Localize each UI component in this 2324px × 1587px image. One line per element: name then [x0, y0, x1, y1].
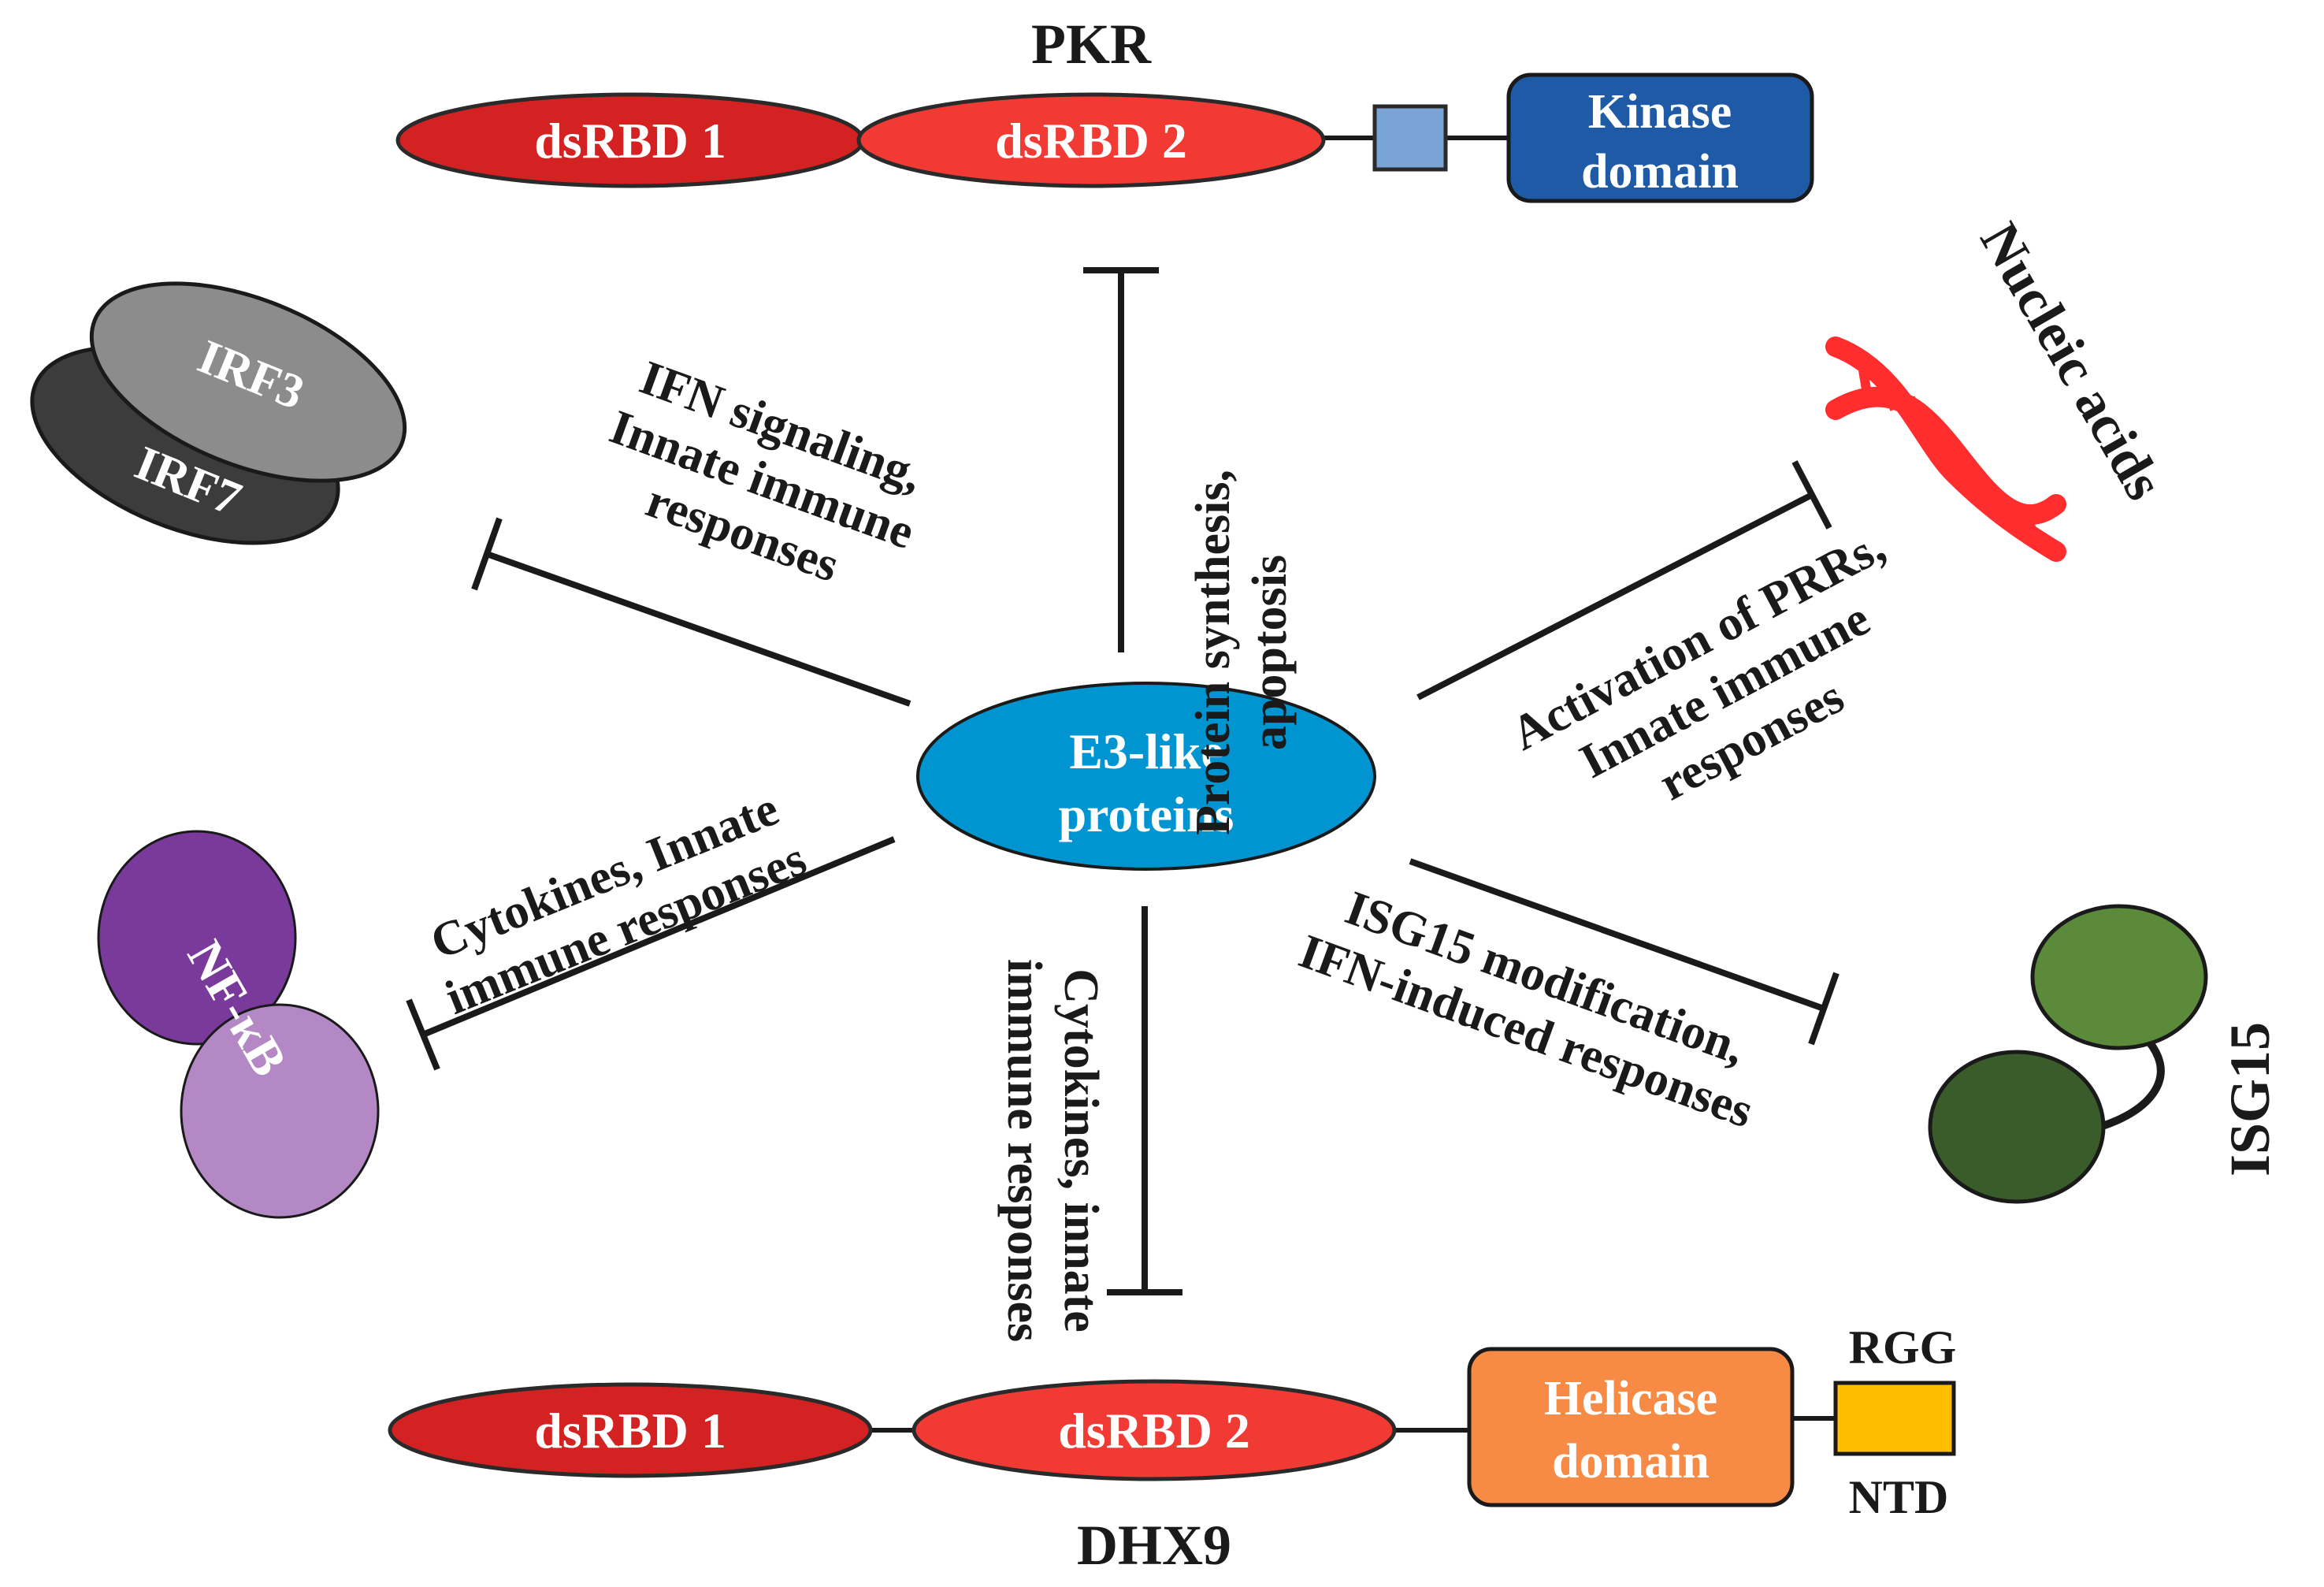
nfkb-top-subunit: [97, 830, 297, 1046]
edge-to-irf: [485, 551, 911, 707]
e3-like-proteins-node: [916, 682, 1376, 871]
edge-label-isg15: ISG15 modification, IFN-induced response…: [1292, 881, 1760, 1139]
nfkb-complex: NF-κB: [97, 830, 380, 1219]
dhx9-rgg-box: [1833, 1381, 1956, 1456]
dhx9-dsrbd2-label: dsRBD 2: [1058, 1403, 1250, 1459]
nucleic-acids-label: Nucleic acids: [1968, 213, 2174, 510]
center-label-2: proteins: [1059, 786, 1234, 842]
pkr-title: PKR: [1031, 13, 1152, 76]
pkr-dsrbd2-label: dsRBD 2: [995, 113, 1187, 169]
edge-to-nfkb: [421, 836, 896, 1038]
isg15-top-domain: [2030, 904, 2208, 1050]
dna-icon: [1825, 336, 2066, 562]
irf-complex: IRF3 IRF7: [30, 281, 407, 545]
dhx9-title: DHX9: [1077, 1514, 1231, 1577]
edge-label-pkr-2: apoptosis: [1243, 555, 1297, 750]
edge-label-dhx9-2: immune responses: [997, 959, 1051, 1342]
dhx9-helicase-label-1: Helicase: [1544, 1372, 1717, 1425]
edge-label-pkr-1: Protein synthesis,: [1186, 470, 1240, 835]
edge-label-pkr: Protein synthesis, apoptosis: [1186, 470, 1297, 835]
edge-to-nfkb-bar: [406, 998, 440, 1071]
pkr-kinase-domain: [1506, 72, 1814, 203]
inhibition-edges: [406, 267, 1840, 1295]
dhx9-dsrbd1-label: dsRBD 1: [534, 1403, 726, 1459]
edge-to-nucleic-acids-bar: [1791, 460, 1832, 530]
isg15-complex: [1928, 904, 2208, 1204]
dhx9-rgg-label: RGG: [1849, 1321, 1957, 1373]
dhx9-helicase-domain: [1467, 1347, 1795, 1507]
pkr-dsrbd2-domain: [856, 92, 1326, 188]
pkr-kinase-label-1: Kinase: [1588, 85, 1732, 139]
edge-label-dhx9: Cytokines, innate immune responses: [997, 959, 1108, 1342]
edge-label-dhx9-1: Cytokines, innate: [1054, 968, 1108, 1332]
center-label-1: E3-like: [1069, 723, 1223, 779]
isg15-label: ISG15: [2218, 1022, 2281, 1176]
edge-label-nfkb: Cytokines, Innate immune responses: [424, 782, 814, 1025]
edge-to-nucleic-acids: [1416, 492, 1814, 701]
dhx9-dsrbd2-domain: [911, 1379, 1397, 1481]
dhx9-ntd-label: NTD: [1849, 1471, 1949, 1523]
irf3-node: [89, 281, 407, 483]
nfkb-bottom-subunit: [180, 1003, 380, 1219]
dhx9-helicase-label-2: domain: [1552, 1435, 1710, 1489]
pkr-linker-box: [1372, 104, 1448, 172]
edge-to-isg15-bar: [1808, 972, 1840, 1046]
edge-to-isg15: [1409, 858, 1825, 1012]
pkr-kinase-label-2: domain: [1581, 145, 1739, 199]
edge-label-irf: IFN signaling, Innate immune responses: [603, 351, 930, 593]
dhx9-dsrbd1-domain: [388, 1382, 873, 1478]
edge-to-irf-bar: [471, 517, 503, 591]
pkr-dsrbd1-label: dsRBD 1: [534, 113, 726, 169]
edge-label-nucleic-acids: Activation of PRRs, Innate immune respon…: [1503, 519, 1894, 811]
isg15-bottom-domain: [1928, 1050, 2106, 1204]
